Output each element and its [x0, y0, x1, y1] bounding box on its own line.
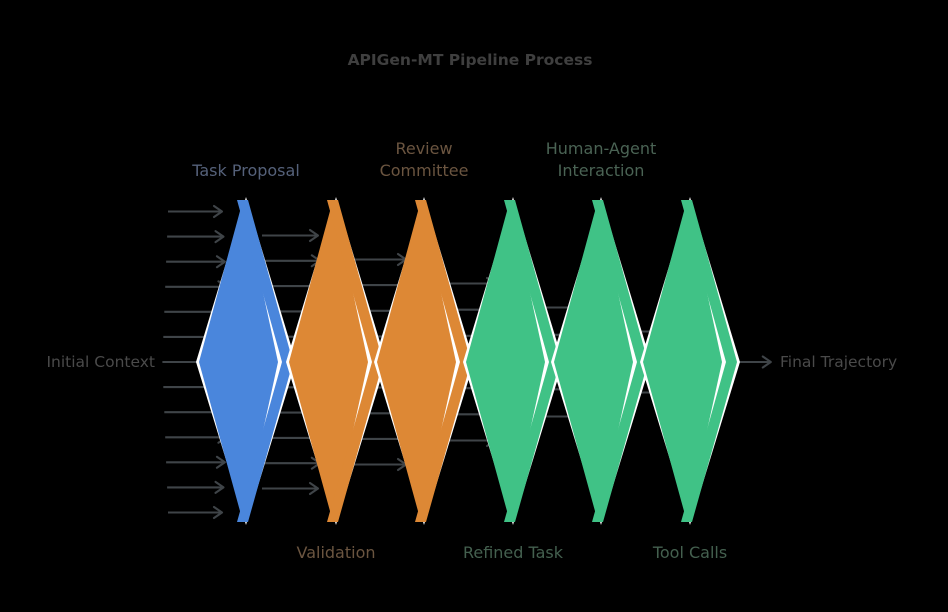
funnel-body-4	[466, 200, 545, 522]
funnel-body-5	[554, 200, 633, 522]
funnel-sliver-1	[237, 200, 293, 522]
flow-arrow	[168, 204, 224, 219]
funnel-stage-1	[196, 197, 296, 525]
stage-label-bottom: Validation	[296, 543, 375, 562]
funnel-sliver-3	[415, 200, 471, 522]
stage-label-bottom: Refined Task	[463, 543, 564, 562]
stage-label-top: Interaction	[558, 161, 645, 180]
flow-arrow	[167, 230, 225, 244]
stage-label-bottom: Tool Calls	[652, 543, 727, 562]
funnel-stage-3	[374, 197, 474, 525]
stage-label-top: Task Proposal	[191, 161, 300, 180]
stage-label-top: Review	[395, 139, 452, 158]
stage-label-top: Committee	[380, 161, 469, 180]
funnel-stage-2	[286, 197, 386, 525]
output-label: Final Trajectory	[780, 353, 897, 371]
funnel-sliver-6	[681, 200, 737, 522]
funnel-stage-5	[551, 197, 651, 525]
funnel-stage-6	[640, 197, 740, 525]
funnel-body-1	[199, 200, 278, 522]
stage-label-top: Human-Agent	[546, 139, 656, 158]
flow-arrow	[168, 505, 224, 520]
bottom-stage-labels: Validation Refined Task Tool Calls	[296, 543, 727, 562]
flow-arrow	[262, 228, 320, 243]
funnel-stages-layer	[196, 197, 740, 525]
flow-arrow	[262, 481, 320, 496]
funnel-body-3	[377, 200, 456, 522]
funnel-body-6	[643, 200, 722, 522]
flow-arrow	[166, 255, 226, 269]
flow-arrow	[167, 480, 225, 494]
page-title: APIGen-MT Pipeline Process	[348, 51, 593, 69]
funnel-stage-4	[463, 197, 563, 525]
funnel-sliver-5	[592, 200, 648, 522]
input-label: Initial Context	[46, 353, 155, 371]
funnel-sliver-2	[327, 200, 383, 522]
funnel-body-2	[289, 200, 368, 522]
flow-arrow	[166, 455, 226, 469]
funnel-sliver-4	[504, 200, 560, 522]
